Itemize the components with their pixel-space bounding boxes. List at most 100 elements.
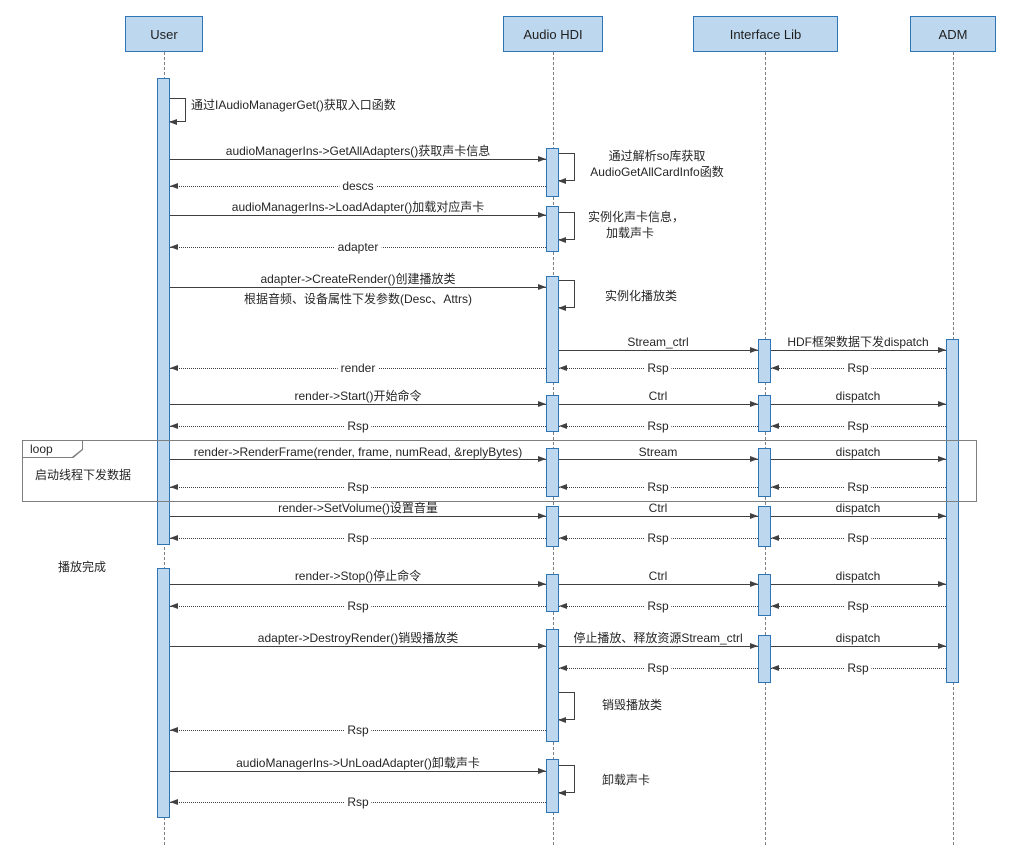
label-rsp: Rsp [644, 661, 672, 675]
self-loop-unload-adapter [558, 765, 575, 796]
label-rsp: Rsp [844, 480, 872, 494]
note-instantiate-card-2: 加载声卡 [602, 226, 658, 240]
activation-interface-lib-4 [758, 506, 771, 547]
label-ctrl: Ctrl [645, 501, 671, 515]
self-loop-load-adapter [558, 212, 575, 243]
loop-label: loop [30, 442, 53, 456]
activation-user-2 [157, 568, 170, 818]
label-stream: Stream [635, 445, 681, 459]
label-unload-adapter: audioManagerIns->UnLoadAdapter()卸载声卡 [233, 756, 483, 770]
arrow-stop [170, 581, 546, 587]
label-rsp: Rsp [344, 795, 372, 809]
arrow-stream-ctrl [559, 347, 758, 353]
label-stop-release-stream-ctrl: 停止播放、释放资源Stream_ctrl [570, 631, 746, 645]
label-dispatch: dispatch [832, 501, 884, 515]
label-hdf-dispatch: HDF框架数据下发dispatch [784, 335, 932, 349]
activation-audio-hdi-6 [546, 506, 559, 547]
activation-audio-hdi-2 [546, 206, 559, 252]
label-rsp: Rsp [644, 480, 672, 494]
label-dispatch: dispatch [832, 631, 884, 645]
arrow-dispatch-destroy [771, 643, 946, 649]
label-descs: descs [339, 179, 377, 193]
self-loop-get-adapters [558, 153, 575, 184]
activation-audio-hdi-5 [546, 448, 559, 497]
self-loop-destroy-render [558, 692, 575, 723]
arrow-hdf-dispatch [771, 347, 946, 353]
label-rsp: Rsp [644, 361, 672, 375]
note-parse-so-2: AudioGetAllCardInfo函数 [587, 165, 727, 179]
activation-interface-lib-5 [758, 574, 771, 616]
label-stop: render->Stop()停止命令 [291, 569, 425, 583]
actor-adm: ADM [910, 16, 996, 52]
activation-adm [946, 339, 959, 683]
self-message-entry-loop [169, 98, 186, 125]
label-start: render->Start()开始命令 [291, 389, 425, 403]
label-rsp: Rsp [344, 531, 372, 545]
label-rsp: Rsp [844, 361, 872, 375]
arrow-dispatch-stop [771, 581, 946, 587]
label-get-all-adapters: audioManagerIns->GetAllAdapters()获取声卡信息 [222, 144, 494, 158]
arrow-unload-adapter [170, 768, 546, 774]
actor-user: User [125, 16, 203, 52]
arrow-render-frame [170, 456, 546, 462]
loop-tab-fill: loop [23, 441, 82, 457]
arrow-dispatch-volume [771, 513, 946, 519]
label-dispatch: dispatch [832, 389, 884, 403]
actor-audio-hdi: Audio HDI [503, 16, 603, 52]
arrow-load-adapter [170, 212, 546, 218]
note-instantiate-render: 实例化播放类 [601, 289, 681, 303]
label-create-render: adapter->CreateRender()创建播放类 [257, 272, 459, 286]
activation-audio-hdi-8 [546, 629, 559, 742]
label-rsp: Rsp [844, 419, 872, 433]
activation-audio-hdi-9 [546, 759, 559, 813]
label-ctrl: Ctrl [645, 569, 671, 583]
note-parse-so-1: 通过解析so库获取 [605, 149, 709, 163]
activation-audio-hdi-1 [546, 148, 559, 197]
label-destroy-render: adapter->DestroyRender()销毁播放类 [254, 631, 462, 645]
activation-audio-hdi-7 [546, 574, 559, 612]
label-dispatch: dispatch [832, 445, 884, 459]
label-rsp: Rsp [644, 599, 672, 613]
arrow-stop-release-stream-ctrl [559, 643, 758, 649]
self-loop-create-render [558, 280, 575, 311]
arrow-ctrl-stop [559, 581, 758, 587]
label-rsp: Rsp [344, 480, 372, 494]
label-stream-ctrl: Stream_ctrl [624, 335, 692, 349]
label-rsp: Rsp [344, 599, 372, 613]
activation-interface-lib-6 [758, 635, 771, 683]
label-ctrl: Ctrl [645, 389, 671, 403]
arrow-dispatch-frame [771, 456, 946, 462]
label-create-render-params: 根据音频、设备属性下发参数(Desc、Attrs) [240, 292, 476, 306]
label-rsp: Rsp [344, 419, 372, 433]
note-unload-card: 卸载声卡 [598, 773, 654, 787]
label-render: render [337, 361, 379, 375]
arrow-set-volume [170, 513, 546, 519]
arrow-dispatch-start [771, 401, 946, 407]
activation-user-1 [157, 78, 170, 545]
note-destroy-render: 销毁播放类 [598, 698, 666, 712]
arrow-ctrl-volume [559, 513, 758, 519]
note-playback-done: 播放完成 [55, 560, 110, 574]
label-rsp: Rsp [644, 419, 672, 433]
activation-interface-lib-3 [758, 448, 771, 497]
arrow-get-all-adapters [170, 156, 546, 162]
label-dispatch: dispatch [832, 569, 884, 583]
label-rsp: Rsp [844, 531, 872, 545]
loop-guard: 启动线程下发数据 [32, 468, 135, 482]
activation-audio-hdi-4 [546, 395, 559, 432]
actor-interface-lib: Interface Lib [693, 16, 838, 52]
label-set-volume: render->SetVolume()设置音量 [275, 501, 441, 515]
arrow-start [170, 401, 546, 407]
note-instantiate-card-1: 实例化声卡信息， [584, 210, 688, 224]
arrow-stream [559, 456, 758, 462]
label-rsp: Rsp [344, 723, 372, 737]
activation-audio-hdi-3 [546, 276, 559, 383]
label-rsp: Rsp [644, 531, 672, 545]
label-render-frame: render->RenderFrame(render, frame, numRe… [190, 445, 526, 459]
arrow-create-render [170, 284, 546, 290]
arrow-destroy-render [170, 643, 546, 649]
label-self-entry: 通过IAudioManagerGet()获取入口函数 [188, 98, 399, 112]
label-rsp: Rsp [844, 661, 872, 675]
label-load-adapter: audioManagerIns->LoadAdapter()加载对应声卡 [228, 200, 488, 214]
